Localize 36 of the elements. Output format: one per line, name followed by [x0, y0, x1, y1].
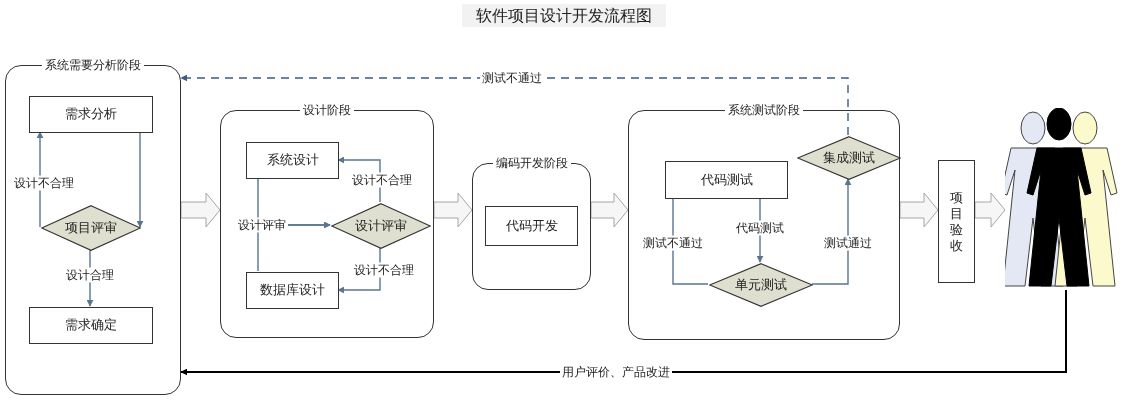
process-box: 代码开发 [485, 206, 578, 246]
stage-heading: 设计阶段 [300, 103, 354, 117]
edge-label: 设计评审 [236, 217, 288, 233]
stage-heading: 系统需要分析阶段 [42, 58, 144, 72]
arrow [811, 178, 852, 285]
arrow [180, 289, 1067, 376]
edge-label: 设计不合理 [352, 262, 416, 278]
edge-label: 测试不通过 [480, 70, 544, 86]
block-arrow [974, 192, 1006, 228]
block-arrow [433, 192, 473, 228]
diagram-title: 软件项目设计开发流程图 [462, 4, 666, 27]
decision-diamond: 项目评审 [41, 205, 141, 251]
block-arrow [180, 192, 221, 228]
edge-label: 代码测试 [734, 220, 786, 236]
block-arrow [899, 192, 939, 228]
decision-diamond: 单元测试 [709, 263, 813, 307]
edge-label: 设计合理 [64, 267, 116, 283]
arrow [180, 74, 849, 136]
arrow [136, 131, 144, 228]
block-arrow [590, 192, 629, 228]
edge-label: 设计不合理 [12, 175, 76, 191]
edge-label: 用户评价、产品改进 [560, 364, 672, 380]
connector-line [672, 197, 709, 285]
edge-label: 设计不合理 [350, 172, 414, 188]
process-box: 项目验收 [938, 160, 975, 283]
process-box: 数据库设计 [246, 272, 339, 309]
decision-diamond: 设计评审 [331, 203, 431, 249]
edge-label: 测试通过 [822, 235, 874, 251]
stage-heading: 编码开发阶段 [492, 156, 571, 170]
stage-heading: 系统测试阶段 [725, 103, 803, 117]
process-box: 需求确定 [29, 307, 153, 344]
process-box: 系统设计 [246, 142, 339, 179]
edge-label: 测试不通过 [641, 235, 705, 251]
process-box: 需求分析 [29, 96, 153, 133]
process-box: 代码测试 [665, 161, 788, 199]
decision-diamond: 集成测试 [797, 136, 901, 180]
